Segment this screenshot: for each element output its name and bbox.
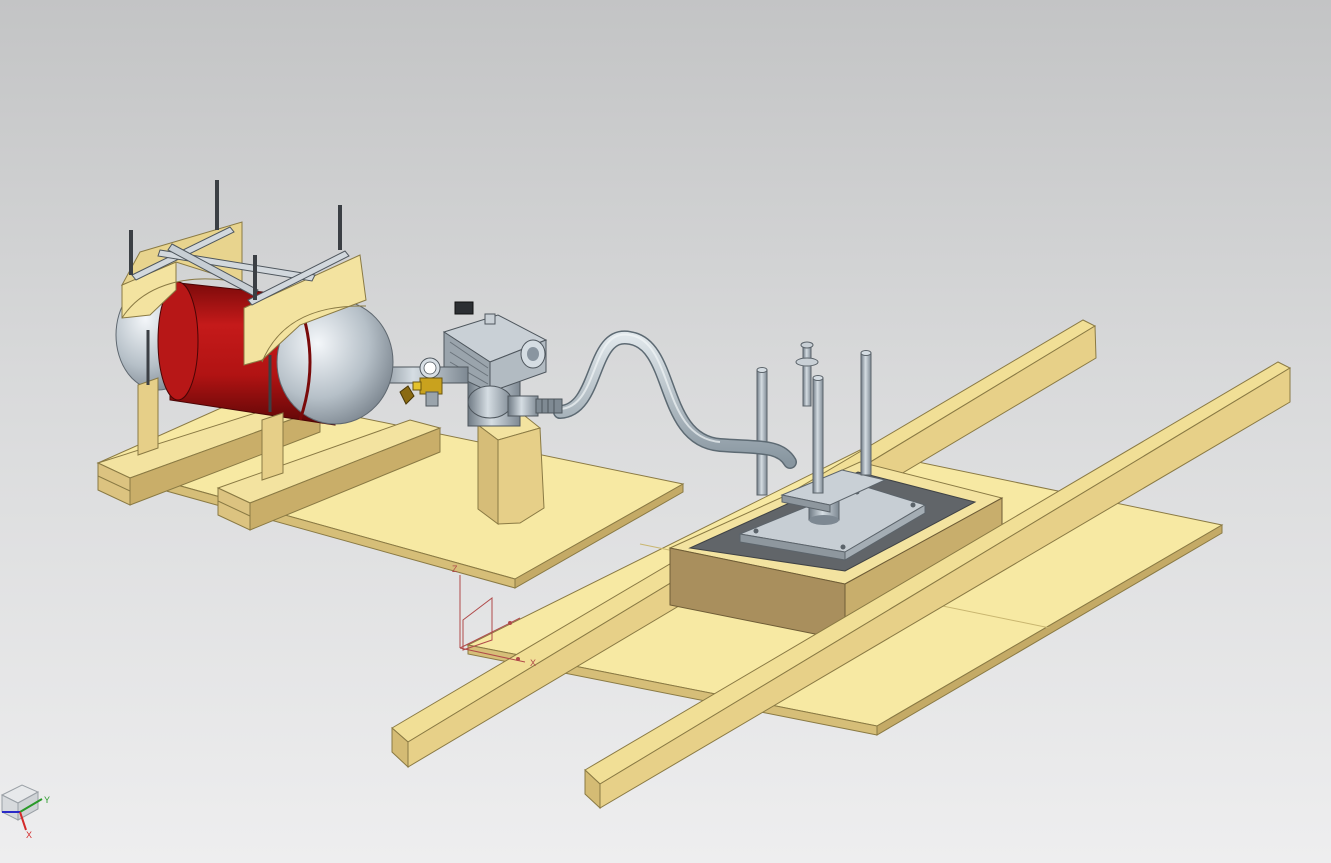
saddle-rail-right[interactable] [216,419,442,531]
triad-y-label: Y [44,795,50,805]
skid-beam-front[interactable] [584,361,1292,810]
tie-rods[interactable] [129,180,342,412]
csys-x-label: X [530,658,536,668]
csys-z-label: Z [452,564,458,574]
work-coordinate-system[interactable]: Z X [452,564,536,668]
triad-x-label: X [26,830,32,840]
fixture-legs[interactable] [756,341,872,496]
valve-support-post[interactable] [476,411,545,525]
pneumatic-actuator[interactable] [442,301,563,427]
tank-base-board[interactable] [96,394,685,589]
tank-clamp-frame[interactable] [131,226,350,306]
view-triad[interactable]: Y X [0,784,50,840]
triad-y-axis [19,798,43,813]
flex-hose[interactable] [553,330,797,469]
triad-x-axis [19,811,27,831]
saddle-support-right[interactable] [243,254,367,481]
